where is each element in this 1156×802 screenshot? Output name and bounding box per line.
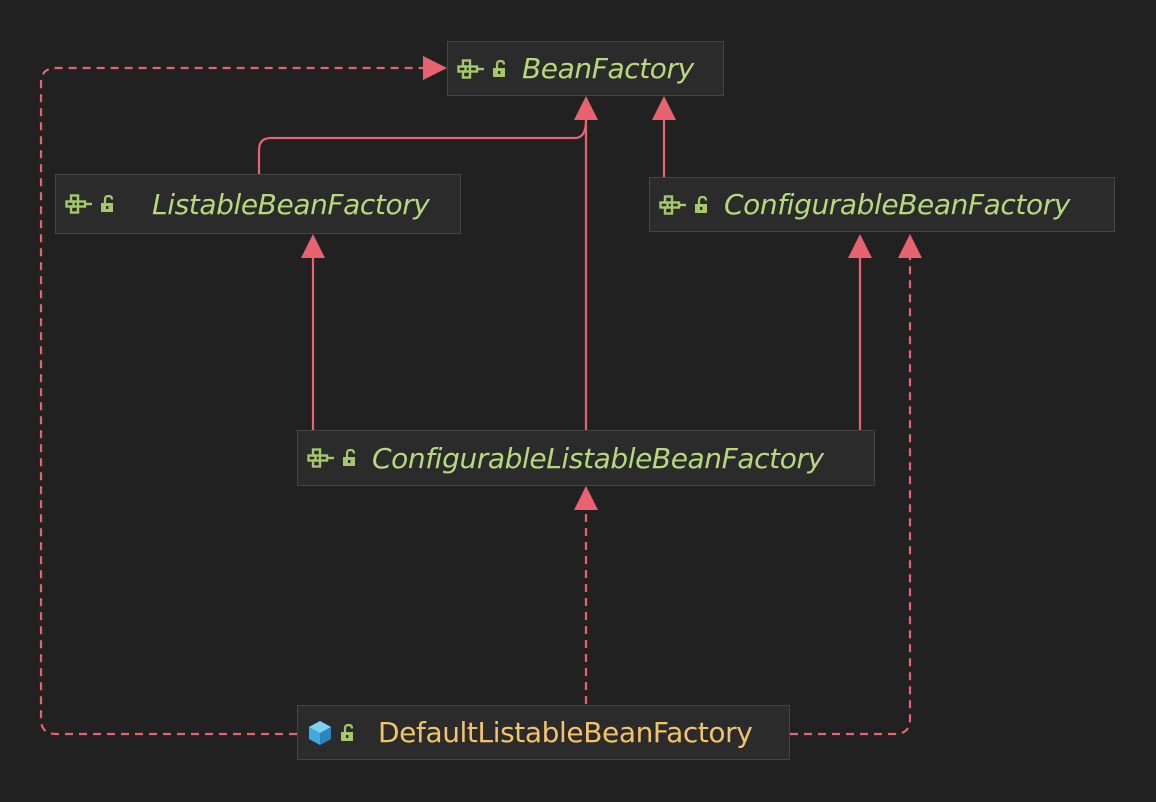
arrowhead-beanfactory-right	[652, 96, 676, 120]
node-listable-bean-factory[interactable]: ListableBeanFactory	[55, 174, 461, 234]
node-label: BeanFactory	[522, 52, 694, 85]
node-label: ListableBeanFactory	[152, 187, 430, 221]
arrowhead-configurable-left	[848, 234, 872, 258]
node-label: ConfigurableBeanFactory	[724, 188, 1071, 221]
arrowhead-configurable-right	[898, 234, 922, 258]
edge-default-to-configurable	[790, 256, 912, 736]
node-configurable-bean-factory[interactable]: ConfigurableBeanFactory	[649, 177, 1115, 232]
arrowhead-beanfactory-center	[574, 96, 598, 120]
node-label: DefaultListableBeanFactory	[378, 716, 753, 749]
public-lock-icon	[694, 195, 710, 215]
arrowhead-beanfactory-left	[423, 56, 447, 80]
edge-default-to-beanfactory	[39, 66, 424, 736]
interface-icon	[457, 58, 485, 79]
interface-icon	[65, 194, 93, 214]
node-label: ConfigurableListableBeanFactory	[372, 441, 824, 475]
interface-icon	[659, 194, 687, 215]
public-lock-icon	[492, 59, 508, 79]
node-default-listable-bean-factory[interactable]: DefaultListableBeanFactory	[297, 705, 790, 760]
public-lock-icon	[342, 448, 358, 468]
arrowhead-listable	[301, 234, 325, 258]
public-lock-icon	[340, 723, 356, 743]
public-lock-icon	[100, 194, 116, 214]
node-bean-factory[interactable]: BeanFactory	[447, 41, 724, 96]
node-configurable-listable-bean-factory[interactable]: ConfigurableListableBeanFactory	[297, 430, 875, 486]
arrowhead-configurable-listable	[574, 486, 598, 510]
edge-listable-to-beanfactory	[257, 119, 588, 174]
interface-icon	[307, 448, 335, 468]
class-icon	[307, 720, 333, 746]
